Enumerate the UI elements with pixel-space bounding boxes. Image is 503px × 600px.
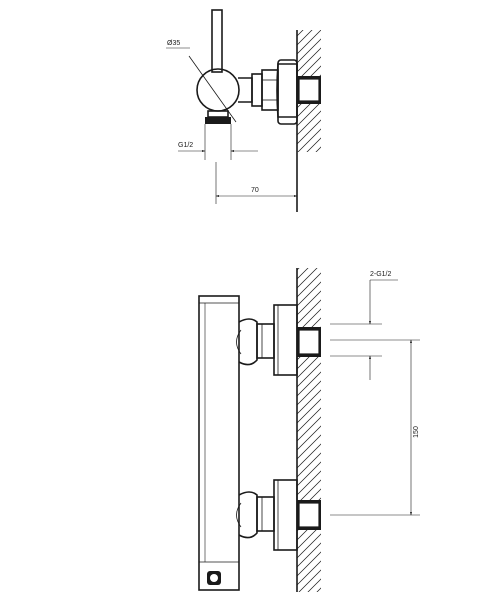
thread-dimension-bottom: 2-G1/2 [330,271,398,380]
spacing-dimension: 150 [330,339,420,516]
outlet-fitting [205,110,231,124]
spacing-label: 150 [413,426,420,438]
thread-label-top: G1/2 [178,142,193,149]
depth-label: 70 [251,187,259,194]
diameter-label: Ø35 [167,40,180,47]
wall-connector-top [238,59,321,125]
wall-connector-lower [236,479,321,551]
valve-body-circle [188,55,240,123]
mixer-body [198,295,240,591]
thread-label-bottom: 2-G1/2 [370,271,392,278]
wall-connector-upper [236,304,321,376]
wall-bottom [296,268,321,592]
side-view: Ø35 G1/2 70 [166,9,321,212]
wall-top [296,30,321,212]
depth-dimension: 70 [215,162,298,204]
thread-dimension-top: G1/2 [178,124,258,160]
diameter-dimension: Ø35 [166,40,190,49]
front-view: 2-G1/2 150 [198,268,420,592]
lever-handle [211,9,223,73]
